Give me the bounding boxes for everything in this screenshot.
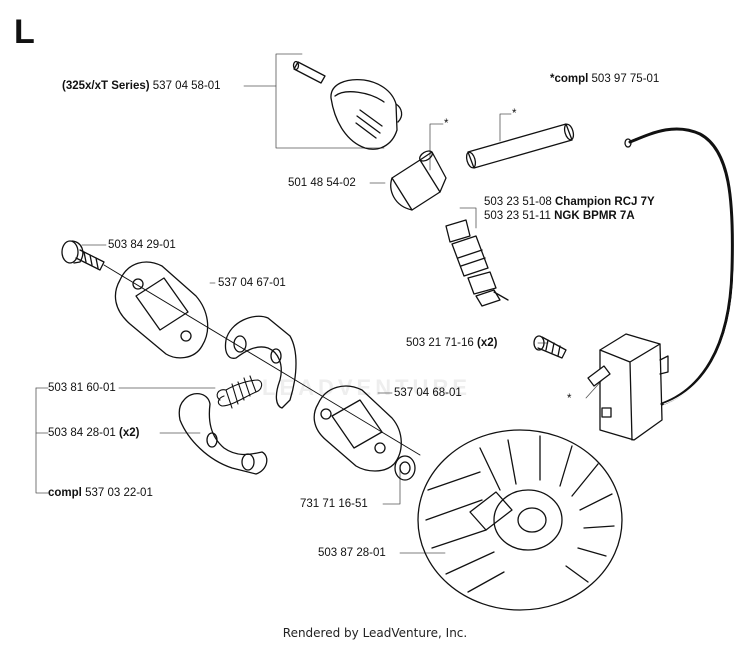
label-plate: 537 04 68-01 <box>394 387 462 399</box>
label-washer: 731 71 16-51 <box>300 498 368 510</box>
label-spark-plug-ngk: 503 23 51-11 NGK BPMR 7A <box>484 210 635 222</box>
label-star-1: * <box>444 118 449 130</box>
label-spark-plug-champion: 503 23 51-08 Champion RCJ 7Y <box>484 196 655 208</box>
label-shoe-plate: 537 04 67-01 <box>218 277 286 289</box>
label-small-screw: 503 21 71-16 (x2) <box>406 337 498 349</box>
label-spring: 503 81 60-01 <box>48 382 116 394</box>
screw-part <box>61 240 105 271</box>
spark-boot-part <box>390 150 447 211</box>
watermark: LEADVENTURE <box>262 375 472 400</box>
label-clutch-shoe: 503 84 28-01 (x2) <box>48 427 140 439</box>
clutch-shoe-lower <box>178 393 268 475</box>
sleeve-part <box>465 123 575 169</box>
washer-part <box>394 455 416 481</box>
ignition-module-part <box>587 127 735 441</box>
plate-part <box>313 385 402 472</box>
spring-part <box>216 375 263 409</box>
label-screw: 503 84 29-01 <box>108 239 176 251</box>
pin-part <box>292 60 326 84</box>
small-screw-part <box>533 335 567 359</box>
footer-credit: Rendered by LeadVenture, Inc. <box>282 626 468 640</box>
label-cover-cap: (325x/xT Series) 537 04 58-01 <box>62 80 221 92</box>
clutch-shoe-upper <box>224 315 297 409</box>
label-spark-boot: 501 48 54-02 <box>288 177 356 189</box>
label-clutch-complete: compl 537 03 22-01 <box>48 487 153 499</box>
spark-plug-part <box>445 219 509 307</box>
label-complete-kit: *compl 503 97 75-01 <box>550 73 660 85</box>
cover-cap-part <box>330 78 403 150</box>
label-star-3: * <box>567 393 572 405</box>
shoe-plate-part <box>114 261 209 359</box>
label-star-2: * <box>512 108 517 120</box>
label-flywheel: 503 87 28-01 <box>318 547 386 559</box>
leader-lines <box>35 53 605 554</box>
axis-line <box>103 264 421 456</box>
flywheel-part <box>417 429 623 611</box>
section-letter: L <box>14 13 35 51</box>
